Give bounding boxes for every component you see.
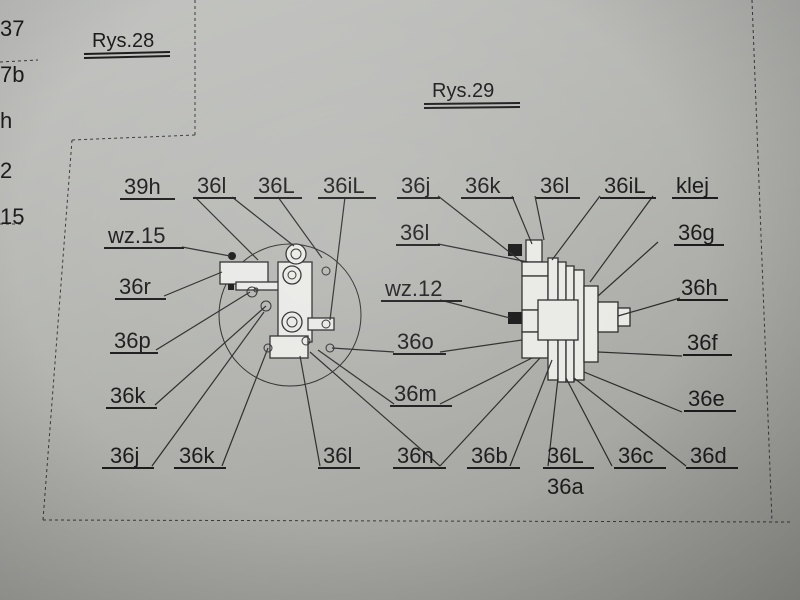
figure-title-29: Rys.29 — [432, 80, 494, 102]
label-36j: 36j — [401, 173, 430, 198]
left-margin-fragments: 37 7b h 2 15 — [0, 16, 24, 229]
label-36h: 36h — [681, 275, 718, 300]
margin-text: 37 — [0, 16, 24, 41]
part-36n — [269, 335, 309, 359]
label-36L: 36L — [258, 173, 295, 198]
label-36iL: 36iL — [323, 173, 365, 198]
leader-lines — [151, 195, 687, 467]
front-view-assembly — [218, 243, 362, 387]
label-wz12: wz.12 — [384, 276, 442, 301]
label-36m: 36m — [394, 381, 437, 406]
label-36d: 36d — [690, 443, 727, 468]
disc-outline — [218, 243, 362, 387]
pin-36l-top — [285, 243, 307, 265]
margin-text: 2 — [0, 158, 12, 183]
label-36b: 36b — [471, 443, 508, 468]
part-36r — [219, 261, 269, 285]
label-wz15: wz.15 — [107, 223, 165, 248]
black-block-upper — [508, 244, 522, 256]
page-border-lines — [0, 0, 791, 523]
label-36j: 36j — [110, 443, 139, 468]
label-36k: 36k — [110, 383, 146, 408]
label-36e: 36e — [688, 386, 725, 411]
label-36o: 36o — [397, 329, 434, 354]
label-36a: 36a — [547, 474, 584, 499]
black-block-wz12 — [508, 312, 522, 324]
label-36l: 36l — [197, 173, 226, 198]
label-36k: 36k — [179, 443, 215, 468]
label-36c: 36c — [618, 443, 653, 468]
label-36L: 36L — [547, 443, 584, 468]
margin-text: 15 — [0, 204, 24, 229]
margin-text: 7b — [0, 62, 24, 87]
part-labels: 39h 36l 36L 36iL 36j 36k 36l 36iL klej w… — [102, 173, 738, 499]
label-36g: 36g — [678, 220, 715, 245]
label-36r: 36r — [119, 274, 151, 299]
label-36l: 36l — [400, 220, 429, 245]
figure-title-28: Rys.28 — [92, 30, 154, 52]
label-klej: klej — [676, 173, 709, 198]
label-36iL: 36iL — [604, 173, 646, 198]
label-36p: 36p — [114, 328, 151, 353]
label-36n: 36n — [397, 443, 434, 468]
part-36h — [597, 301, 619, 333]
label-36k: 36k — [465, 173, 501, 198]
black-dot-wz15 — [228, 252, 236, 260]
side-view-assembly — [508, 239, 631, 383]
label-36l: 36l — [540, 173, 569, 198]
label-39h: 39h — [124, 174, 161, 199]
label-36f: 36f — [687, 330, 718, 355]
margin-text: h — [0, 108, 12, 133]
part-36f — [583, 285, 599, 363]
label-36l: 36l — [323, 443, 352, 468]
